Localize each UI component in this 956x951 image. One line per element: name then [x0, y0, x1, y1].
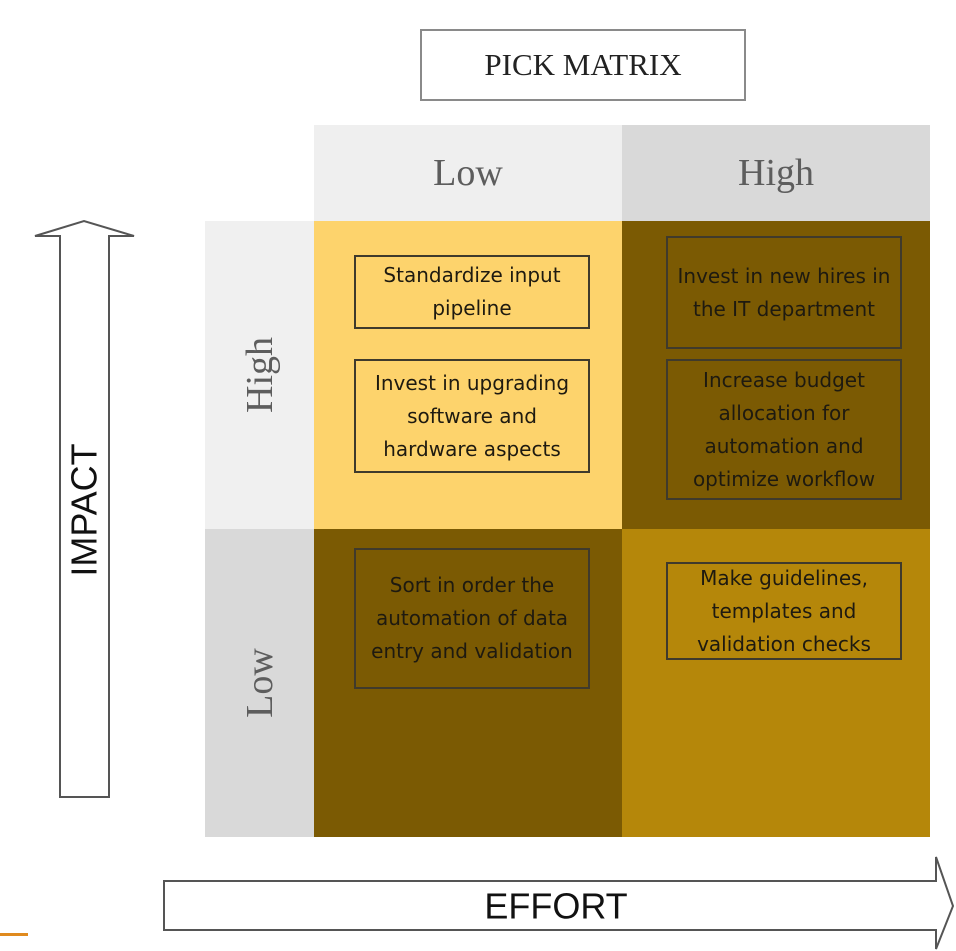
- effort-low-header: Low: [314, 125, 622, 221]
- quadrant-high-impact-high-effort: Invest in new hires in the IT department…: [622, 221, 930, 529]
- quadrant-item: Standardize input pipeline: [354, 255, 590, 329]
- effort-arrow-icon: [163, 856, 955, 950]
- quadrant-item: Sort in order the automation of data ent…: [354, 548, 590, 689]
- quadrant-item: Invest in new hires in the IT department: [666, 236, 902, 349]
- quadrant-low-impact-low-effort: Sort in order the automation of data ent…: [314, 529, 622, 837]
- impact-arrow-icon: [34, 219, 135, 798]
- impact-high-header: High: [205, 221, 315, 529]
- effort-high-header: High: [622, 125, 930, 221]
- quadrant-item: Increase budget allocation for automatio…: [666, 359, 902, 500]
- impact-low-header: Low: [205, 529, 315, 837]
- impact-axis-label: IMPACT: [64, 443, 105, 576]
- quadrant-low-impact-high-effort: Make guidelines, templates and validatio…: [622, 529, 930, 837]
- matrix-title: PICK MATRIX: [420, 29, 746, 101]
- quadrant-item: Make guidelines, templates and validatio…: [666, 562, 902, 660]
- accent-line: [0, 933, 28, 936]
- quadrant-item: Invest in upgrading software and hardwar…: [354, 359, 590, 473]
- quadrant-high-impact-low-effort: Standardize input pipeline Invest in upg…: [314, 221, 622, 529]
- effort-axis-label: EFFORT: [484, 886, 627, 927]
